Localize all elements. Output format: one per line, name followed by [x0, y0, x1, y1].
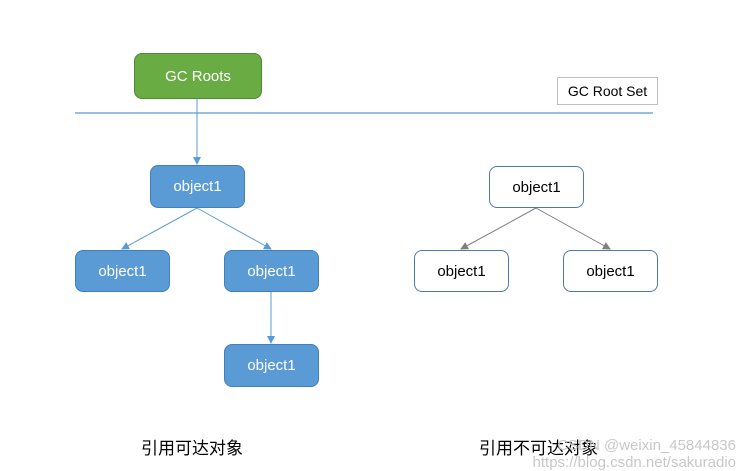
reachable-object-a: object1 [150, 165, 245, 208]
unreachable-object-f: object1 [414, 250, 509, 292]
unreachable-object-e: object1 [489, 166, 584, 208]
reachable-object-b: object1 [75, 250, 170, 292]
watermark-line-1: CSDN @weixin_45844836 [557, 437, 736, 454]
reachable-object-c-label: object1 [247, 262, 296, 280]
unreachable-object-f-label: object1 [437, 262, 486, 280]
gc-root-set-label: GC Root Set [557, 77, 658, 105]
gc-roots-node: GC Roots [134, 53, 262, 99]
gc-root-set-text: GC Root Set [567, 83, 648, 99]
unreachable-object-g-label: object1 [586, 262, 635, 280]
reachable-object-a-label: object1 [173, 178, 222, 195]
reachable-object-d-label: object1 [247, 357, 296, 374]
edge-obj-e-to-obj-f [460, 207, 537, 250]
edge-obj-a-to-obj-c [196, 207, 272, 250]
edge-obj-e-to-obj-g [535, 207, 611, 250]
edge-obj-a-to-obj-b [121, 207, 198, 250]
reachable-object-d: object1 [224, 344, 319, 387]
reachable-object-c: object1 [224, 250, 319, 292]
reachable-object-b-label: object1 [98, 262, 147, 280]
gc-roots-label: GC Roots [165, 67, 231, 85]
watermark-line-2: https://blog.csdn.net/sakuradio [532, 454, 736, 471]
reachable-caption: 引用可达对象 [141, 439, 243, 459]
unreachable-object-g: object1 [563, 250, 658, 292]
unreachable-caption: 引用不可达对象 [479, 439, 598, 459]
unreachable-object-e-label: object1 [512, 178, 561, 196]
